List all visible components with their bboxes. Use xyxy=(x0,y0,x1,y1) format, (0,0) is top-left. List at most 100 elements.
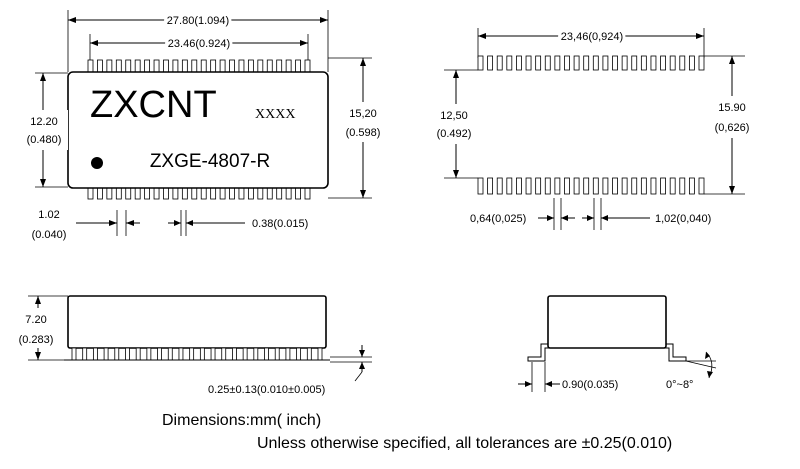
bottom-pad xyxy=(544,177,551,195)
top-pad xyxy=(554,55,561,71)
height-in: (0.283) xyxy=(19,334,54,346)
side-pin xyxy=(167,347,173,361)
bottom-pad xyxy=(669,177,676,195)
height-mm: 7.20 xyxy=(25,314,46,326)
bottom-pin xyxy=(144,186,151,200)
bottom-pad xyxy=(660,177,666,195)
top-pin xyxy=(163,59,169,74)
end-body xyxy=(547,295,667,349)
top-pin xyxy=(106,59,113,74)
bottom-pin xyxy=(229,186,235,200)
bottom-pad xyxy=(688,177,695,195)
bottom-pad xyxy=(573,177,580,195)
pad-pitch-dim: 1,02(0,040) xyxy=(655,213,711,225)
top-pin xyxy=(115,59,122,74)
pitch-in: (0.040) xyxy=(32,229,67,241)
side-pin xyxy=(264,347,269,361)
side-pin xyxy=(210,347,216,361)
bottom-pad xyxy=(698,177,705,195)
side-pin xyxy=(146,347,152,361)
side-pin xyxy=(253,347,259,361)
top-pad xyxy=(516,55,522,71)
side-pin xyxy=(157,347,162,361)
bottom-pad xyxy=(487,177,494,195)
top-pin xyxy=(153,59,160,74)
side-pin xyxy=(221,347,227,361)
bottom-pin xyxy=(247,186,254,200)
top-pad xyxy=(669,55,676,71)
top-pin xyxy=(200,59,207,74)
side-pin xyxy=(242,347,248,361)
bottom-pad xyxy=(631,177,638,195)
tolerance-note: Unless otherwise specified, all toleranc… xyxy=(257,435,672,452)
part-number: ZXGE-4807-R xyxy=(150,151,270,172)
top-pin xyxy=(276,59,283,74)
bottom-pin xyxy=(295,186,301,200)
top-pin xyxy=(285,59,292,74)
side-pin xyxy=(71,347,77,361)
top-pad xyxy=(583,55,590,71)
top-pad xyxy=(564,55,570,71)
lead-thickness-dim: 0.25±0.13(0.010±0.005) xyxy=(208,384,325,396)
side-pin xyxy=(92,347,98,361)
bottom-pad xyxy=(554,177,561,195)
bottom-pad xyxy=(525,177,532,195)
bottom-pin xyxy=(97,186,103,200)
side-body xyxy=(67,295,327,349)
top-pin xyxy=(219,59,226,74)
side-pin xyxy=(317,347,323,361)
bottom-pad xyxy=(477,177,484,195)
top-pad xyxy=(496,55,503,71)
top-pad xyxy=(544,55,551,71)
side-pin xyxy=(114,347,120,361)
top-pin-row xyxy=(87,59,311,74)
side-view: 7.20 (0.283) 0.25±0.13(0.010±0.005) xyxy=(10,295,372,396)
pin1-dot-icon xyxy=(91,157,103,169)
top-pad xyxy=(525,55,532,71)
bottom-pin xyxy=(172,186,179,200)
side-pin xyxy=(232,347,237,361)
bottom-pad xyxy=(650,177,657,195)
bottom-pad xyxy=(535,177,542,195)
top-pin xyxy=(266,59,273,74)
bottom-pin xyxy=(200,186,207,200)
top-pin xyxy=(295,59,301,74)
bottom-pad xyxy=(506,177,513,195)
top-pad xyxy=(621,55,628,71)
side-pin xyxy=(178,347,184,361)
bottom-pad xyxy=(612,177,618,195)
bottom-pin xyxy=(219,186,226,200)
bottom-pad xyxy=(679,177,686,195)
side-pin xyxy=(135,347,141,361)
top-pin xyxy=(87,59,94,74)
right-gull-lead xyxy=(662,343,687,362)
top-pin xyxy=(247,59,254,74)
bottom-pin xyxy=(181,186,188,200)
body-length-dim: 23.46(0.924) xyxy=(168,38,230,50)
bottom-pin-row xyxy=(87,186,311,200)
overall-width-mm: 15,20 xyxy=(349,108,377,120)
body-width-mm: 12.20 xyxy=(30,116,58,128)
top-pin xyxy=(97,59,103,74)
foot-length-dim: 0.90(0.035) xyxy=(562,379,618,391)
bottom-pad xyxy=(583,177,590,195)
bottom-pin xyxy=(257,186,264,200)
bottom-pin xyxy=(106,186,113,200)
top-pad xyxy=(660,55,666,71)
top-pad xyxy=(477,55,484,71)
outer-span-in: (0,626) xyxy=(715,122,750,134)
bottom-pad xyxy=(640,177,647,195)
outer-span-mm: 15.90 xyxy=(718,102,746,114)
lead-angle-dim: 0°~8° xyxy=(666,379,693,391)
top-pad xyxy=(688,55,695,71)
top-view: 27.80(1.094) 23.46(0.924) ZXCNT XXXX ZXG… xyxy=(18,10,390,241)
top-pin xyxy=(304,59,311,74)
top-pin xyxy=(172,59,179,74)
side-pin xyxy=(82,347,88,361)
top-pad xyxy=(602,55,609,71)
top-pin xyxy=(144,59,151,74)
left-gull-lead xyxy=(527,343,552,362)
top-pin xyxy=(191,59,198,74)
bottom-pin xyxy=(153,186,160,200)
